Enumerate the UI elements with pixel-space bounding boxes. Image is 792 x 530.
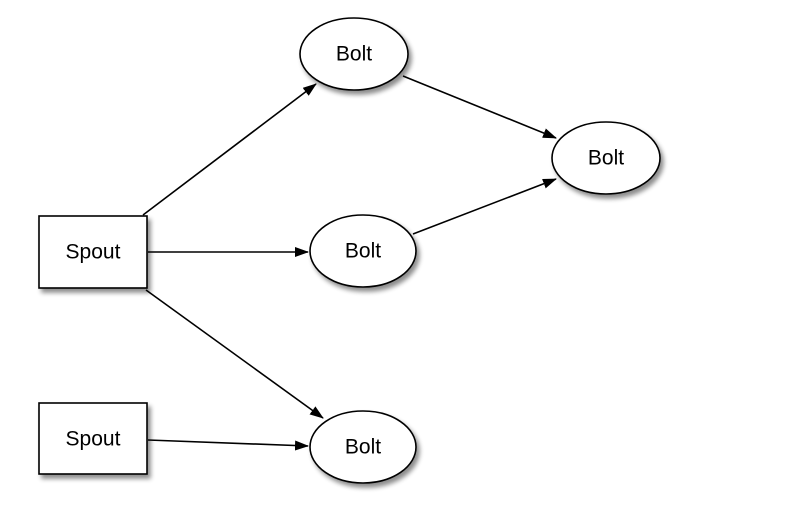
bolt-ellipse [299, 17, 409, 91]
edge-bolt-middle-to-bolt-right [412, 178, 557, 235]
bolt-label: Bolt [336, 43, 372, 66]
edge-spout-2-to-bolt-bottom [147, 439, 309, 451]
bolt-node[interactable]: Bolt [309, 214, 417, 288]
bolt-ellipse [309, 410, 417, 484]
bolt-label: Bolt [588, 147, 624, 170]
bolt-ellipse [551, 121, 661, 195]
spout-node[interactable]: Spout [38, 402, 148, 475]
bolt-node[interactable]: Bolt [299, 17, 409, 91]
edge-bolt-top-to-bolt-right [402, 75, 557, 139]
spout-node[interactable]: Spout [38, 215, 148, 289]
spout-label: Spout [66, 241, 121, 264]
spout-box [38, 215, 148, 289]
edge-spout-1-to-bolt-bottom [145, 289, 324, 419]
edges-group [142, 75, 557, 451]
edge-spout-1-to-bolt-top [142, 83, 317, 216]
bolt-ellipse [309, 214, 417, 288]
nodes-group: Spout Spout Bolt Bolt Bolt Bolt [38, 17, 661, 484]
spout-box [38, 402, 148, 475]
bolt-node[interactable]: Bolt [309, 410, 417, 484]
bolt-node[interactable]: Bolt [551, 121, 661, 195]
bolt-label: Bolt [345, 436, 381, 459]
bolt-label: Bolt [345, 240, 381, 263]
spout-label: Spout [66, 428, 121, 451]
